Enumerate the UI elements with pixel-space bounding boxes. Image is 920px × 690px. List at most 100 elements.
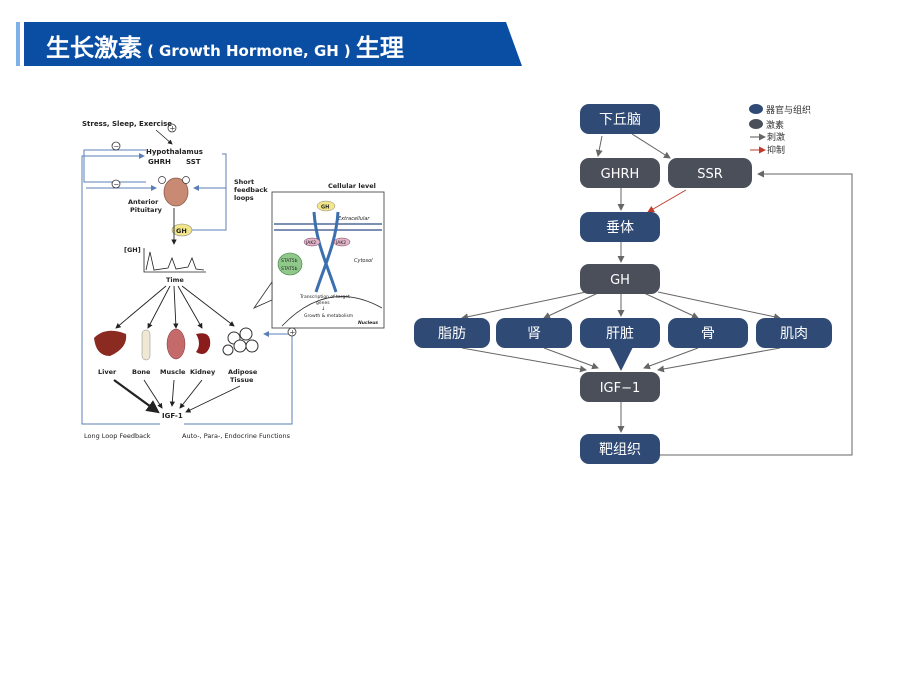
adipose-tissue-icon (222, 327, 259, 356)
minus-icon-small (182, 176, 190, 184)
jak2-right-label: JAK2 (335, 240, 346, 246)
plus-icon-small (158, 176, 166, 184)
cytosol-label: Cytosol (354, 258, 373, 264)
arrow-to-muscle (173, 285, 179, 329)
edge-muscle-igf1 (657, 347, 781, 373)
down-arrow-glyph: ↓ (321, 306, 325, 312)
title-suffix: 生理 (355, 34, 404, 62)
minus-sign-2: − (114, 181, 120, 189)
node-kidney-label: 肾 (527, 326, 541, 342)
sst-label: SST (186, 158, 201, 166)
gh-level-label: [GH] (124, 246, 141, 254)
nucleus-label: Nucleus (358, 320, 378, 326)
callout-pointer (252, 280, 273, 309)
node-fat-label: 脂肪 (438, 326, 466, 342)
extracellular-label: Extracellular (338, 216, 370, 222)
local-function-line (184, 331, 293, 425)
ghrh-label: GHRH (148, 158, 171, 166)
cell-gh-label: GH (321, 205, 329, 211)
jak2-left-label: JAK2 (305, 240, 316, 246)
node-liver-label: 肝脏 (606, 326, 634, 342)
title-banner: 生长激素 ( Growth Hormone, GH ) 生理 (16, 22, 522, 66)
node-ghrh: GHRH (580, 158, 660, 188)
jak2-left-icon (303, 237, 321, 247)
arrow-to-kidney (177, 285, 203, 329)
legend-hormone-label: 激素 (766, 119, 784, 131)
node-igf1-label: IGF−1 (600, 381, 641, 396)
short-feedback-1: Short (234, 178, 254, 186)
node-bone: 骨 (668, 318, 748, 348)
legend-inhibit-label: 抑制 (767, 144, 785, 156)
gh-plot-axes (143, 248, 206, 273)
kidney-igf1-arrow (179, 379, 203, 409)
edge-hypothalamus-ghrh (595, 135, 603, 157)
node-fat: 脂肪 (414, 318, 490, 348)
organ-label-kidney: Kidney (190, 368, 216, 376)
short-feedback-3: loops (234, 194, 254, 202)
feedback-loop-upper (83, 149, 146, 183)
edge-hypothalamus-ssr (631, 133, 671, 159)
node-gh-label: GH (610, 273, 630, 288)
title-paren-open: ( (147, 42, 154, 60)
node-bone-label: 骨 (701, 326, 715, 342)
igf1-label: IGF-1 (162, 412, 183, 420)
legend-hormone-swatch (749, 119, 763, 129)
edge-bone-igf1 (643, 347, 699, 370)
edge-fat-igf1 (461, 347, 587, 373)
nucleus-boundary (281, 296, 383, 327)
edge-gh-bone (643, 292, 699, 319)
gh-physiology-figure: Stress, Sleep, Exercise + Hypothalamus G… (76, 112, 388, 444)
arrow-to-liver (115, 285, 167, 329)
bone-icon (141, 329, 151, 361)
title-banner-shape (16, 22, 522, 66)
node-muscle-label: 肌肉 (780, 326, 808, 342)
node-hypothalamus-label: 下丘脑 (599, 112, 641, 128)
edge-gh-muscle (657, 291, 781, 321)
stat5b-icon (277, 252, 303, 276)
node-kidney: 肾 (496, 318, 572, 348)
organ-label-bone: Bone (132, 368, 151, 376)
flowchart-svg: 器官与组织 激素 刺激 抑制 下丘脑 GHRH (414, 104, 853, 464)
node-target-tissue: 靶组织 (580, 434, 660, 464)
edge-feedback-loop (660, 170, 853, 456)
gh-label: GH (176, 227, 187, 235)
muscle-icon (166, 328, 186, 360)
kidney-icon (196, 333, 211, 354)
jak2-right-icon (333, 237, 351, 247)
node-gh: GH (580, 264, 660, 294)
legend-organ-label: 器官与组织 (766, 104, 811, 116)
organ-label-tissue: Tissue (230, 376, 254, 384)
stat5b-label-2: STAT5b (281, 266, 298, 272)
node-pituitary: 垂体 (580, 212, 660, 242)
minus-icon (111, 179, 121, 189)
gh-icon (171, 223, 193, 237)
long-loop-label: Long Loop Feedback (84, 432, 151, 440)
liver-igf1-arrow (113, 379, 160, 414)
transcription-label-2: genes (316, 301, 330, 306)
short-feedback-2: feedback (234, 186, 268, 194)
anterior-label: Anterior (128, 198, 159, 206)
legend-stimulate-label: 刺激 (767, 131, 785, 143)
node-pituitary-label: 垂体 (606, 220, 634, 236)
edge-ssr-pituitary (647, 189, 687, 213)
plus-sign-bottom: + (290, 329, 296, 337)
plus-icon (167, 123, 177, 133)
plus-icon-bottom (287, 327, 297, 337)
legend-organ-swatch (749, 104, 763, 114)
bone-igf1-arrow (143, 379, 163, 409)
minus-icon (111, 141, 121, 151)
pituitary-label: Pituitary (130, 206, 163, 214)
time-label: Time (166, 276, 184, 284)
node-ghrh-label: GHRH (601, 167, 640, 182)
node-hypothalamus: 下丘脑 (580, 104, 660, 134)
long-loop-feedback-line (81, 153, 160, 425)
node-liver: 肝脏 (580, 318, 660, 348)
node-muscle: 肌肉 (756, 318, 832, 348)
gh-regulation-flowchart: 器官与组织 激素 刺激 抑制 下丘脑 GHRH (410, 96, 860, 476)
stat5b-label-1: STAT5b (281, 258, 298, 264)
organ-label-muscle: Muscle (160, 368, 186, 376)
arrow-to-bone (147, 285, 171, 329)
receptor-dimer (312, 211, 340, 293)
muscle-igf1-arrow (169, 379, 176, 407)
title-cn: 生长激素 (46, 34, 142, 62)
